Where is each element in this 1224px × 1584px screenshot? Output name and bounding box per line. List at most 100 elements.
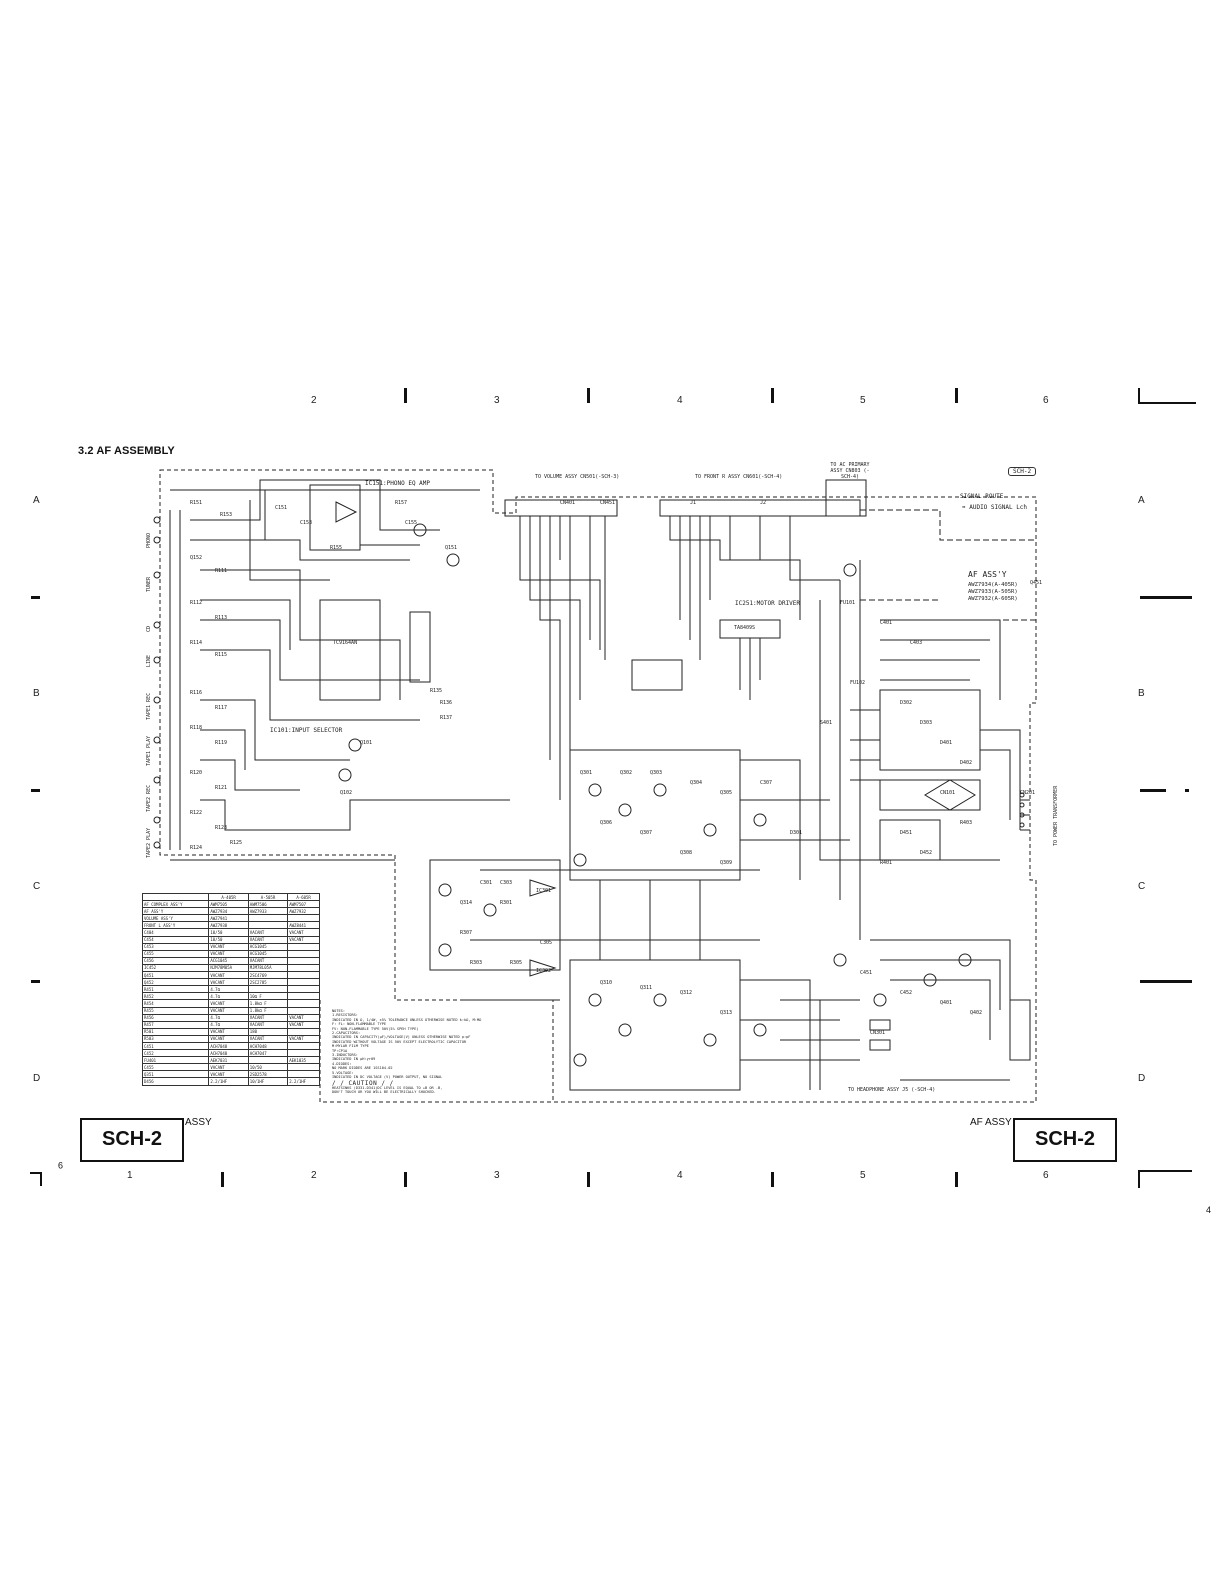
table-cell: VACANT: [208, 1027, 249, 1036]
row-letter: D: [33, 1073, 41, 1084]
table-cell: [287, 963, 320, 973]
table-cell: 10Ω F: [247, 992, 289, 1001]
note-line: 4.DIODES:: [332, 1061, 352, 1066]
component-designator: R122: [190, 810, 203, 816]
table-cell: [287, 1006, 320, 1015]
phono-eq-label: IC151:PHONO EQ AMP: [365, 480, 431, 487]
component-designator: R401: [880, 860, 893, 866]
component-designator: Q311: [640, 985, 653, 991]
corner-mark: [30, 1172, 42, 1186]
grid-tick: [771, 1172, 774, 1187]
note-line: 1.RESISTORS:: [332, 1013, 358, 1018]
row-letter: A: [33, 495, 40, 506]
component-designator: C155: [405, 520, 418, 526]
row-tick: [31, 596, 40, 599]
col-number: 4: [677, 395, 683, 406]
table-cell: FRONT L ASS'Y: [141, 921, 210, 930]
row-tick: [1185, 789, 1189, 792]
component-designator: Q101: [360, 740, 373, 746]
assy-model-1: AWZ7934(A-405R): [968, 582, 1018, 588]
table-cell: 2.2/1HF: [208, 1077, 249, 1086]
table-cell: AWZ7932: [287, 907, 320, 916]
component-designator: C451: [860, 970, 873, 976]
table-cell: VACANT: [208, 942, 249, 951]
col-number: 6: [1043, 395, 1049, 406]
component-designator: C151: [275, 505, 288, 511]
row-tick: [1140, 596, 1192, 599]
table-cell: C452: [141, 1049, 210, 1058]
sch-label-left: SCH-2: [80, 1118, 184, 1162]
component-designator: Q402: [970, 1010, 983, 1016]
table-cell: VOLUME ASS'Y: [141, 914, 210, 923]
caution-line: HEATSINKS (D331-D341)DC LEVEL IS EQUAL T…: [332, 1085, 443, 1090]
assy-label-left: AF ASSY: [170, 1117, 212, 1128]
page-number: 4: [1206, 1205, 1212, 1215]
component-designator: Q302: [620, 770, 633, 776]
headphone-assy-label: TO HEADPHONE ASSY J5 (-SCH-4): [848, 1087, 936, 1093]
table-cell: R501: [141, 1027, 210, 1036]
grid-tick: [955, 1172, 958, 1187]
table-cell: Q451: [141, 971, 210, 980]
table-cell: VACANT: [208, 1063, 249, 1072]
caution-title: / / CAUTION / /: [332, 1079, 394, 1087]
arrow-right-icon: ➡: [962, 504, 970, 511]
table-cell: VACANT: [287, 928, 320, 937]
component-designator: D302: [900, 700, 913, 706]
input-label: CD: [146, 625, 152, 632]
component-designator: C452: [900, 990, 913, 996]
table-cell: 10/50: [208, 935, 249, 944]
row-letter: C: [33, 881, 41, 892]
component-designator: Q305: [720, 790, 733, 796]
table-cell: AF ASS'Y: [141, 907, 210, 916]
table-cell: C456: [141, 956, 210, 965]
grid-tick: [404, 1172, 407, 1187]
table-cell: [287, 1041, 320, 1051]
table-cell: ACH7048: [208, 1049, 249, 1058]
motor-ic-label: TA8409S: [734, 625, 756, 631]
component-designator: CN301: [870, 1030, 886, 1036]
table-cell: 2SC4769: [247, 971, 289, 980]
table-cell: VACANT: [208, 978, 249, 987]
table-cell: AEK1035: [287, 1056, 320, 1065]
table-cell: AWM7507: [287, 900, 320, 909]
input-label: LINE: [146, 654, 152, 667]
caution-line: DON'T TOUCH OR YOU WILL BE ELECTRICALLY …: [332, 1090, 436, 1095]
component-designator: Q310: [600, 980, 613, 986]
component-designator: D452: [920, 850, 933, 856]
component-designator: C301: [480, 880, 493, 886]
component-designator: Q304: [690, 780, 703, 786]
table-cell: VACANT: [247, 928, 289, 937]
row-letter: D: [1138, 1073, 1146, 1084]
assy-model-3: AWZ7932(A-605R): [968, 596, 1018, 602]
component-designator: J1: [690, 500, 697, 506]
component-designator: R115: [215, 652, 228, 658]
table-cell: VACANT: [287, 935, 320, 944]
table-cell: [287, 942, 320, 951]
row-tick: [1140, 980, 1192, 983]
table-cell: [287, 949, 320, 958]
component-designator: S401: [820, 720, 833, 726]
grid-tick: [404, 388, 407, 403]
table-cell: 4.7Ω: [208, 1013, 249, 1022]
grid-tick: [771, 388, 774, 403]
note-line: 5.VOLTAGE:: [332, 1070, 354, 1075]
table-cell: [287, 999, 320, 1008]
table-cell: ACH7047: [247, 1049, 289, 1058]
table-cell: VACANT: [247, 956, 289, 965]
table-cell: VACANT: [208, 1006, 249, 1015]
sch-label-right: SCH-2: [1013, 1118, 1117, 1162]
component-designator: R305: [510, 960, 523, 966]
table-cell: VACANT: [247, 935, 289, 944]
component-designator: R118: [190, 725, 203, 731]
table-cell: [287, 1049, 320, 1058]
